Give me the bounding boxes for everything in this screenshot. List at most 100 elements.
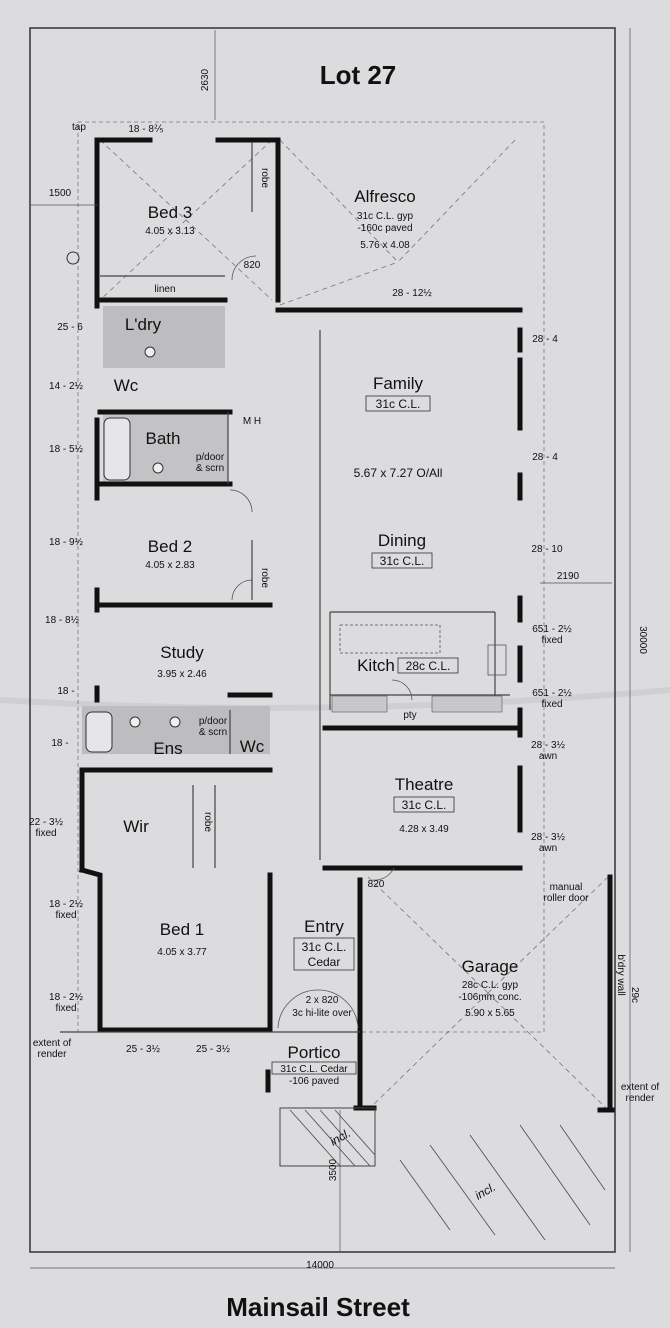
label-line: extent of [621,1082,660,1093]
label-line: roller door [543,893,589,904]
dimension-lines [30,28,631,1269]
label-line: fixed [35,828,56,839]
win-dining: 28 - 10 [531,544,563,555]
robe-wir: robe [202,812,213,832]
win-laundry: 25 - 6 [57,322,83,333]
robe-bed3: robe [259,168,270,188]
win-family-b: 28 - 4 [532,452,558,463]
win-bed2: 18 - 9½ [49,537,84,548]
label-line: 651 - 2½ [532,624,572,635]
label-line: & scrn [199,727,227,738]
kitchen-ceiling: 28c C.L. [406,659,451,673]
lot-title: Lot 27 [320,60,397,90]
building-envelope [77,121,545,1033]
wall-29c: 29c [629,987,640,1003]
ens-basin-1 [129,716,141,728]
laundry-name: L'dry [125,315,162,334]
street-name: Mainsail Street [226,1292,410,1322]
study-name: Study [160,643,204,662]
label-line: extent of [33,1038,72,1049]
family-ceiling-box [365,395,431,412]
bed3-name: Bed 3 [148,203,192,222]
bed2-size: 4.05 x 2.83 [145,560,195,571]
linen-label: linen [154,284,175,295]
garage-setback: 3500 [328,1158,339,1181]
garage-floor: -106mm conc. [458,992,521,1003]
kitchen-ceiling-box [397,657,459,674]
win-wc: 14 - 2½ [49,381,84,392]
bed3-size: 4.05 x 3.13 [145,226,195,237]
entry-hilite: 3c hi-lite over [292,1008,352,1019]
dining-ceiling: 31c C.L. [380,554,425,568]
overall-size: 5.67 x 7.27 O/All [354,466,443,480]
family-ceiling: 31c C.L. [376,397,421,411]
ensuite-fill [82,706,270,754]
bed2-name: Bed 2 [148,537,192,556]
theatre-name: Theatre [395,775,454,794]
roof-diagonals [99,139,609,1111]
ens-door: p/door& scrn [199,716,228,738]
driveway-hatch [289,1109,606,1241]
label-line: 18 - 2½ [49,899,84,910]
label-line: 28 - 3½ [531,740,566,751]
label-line: fixed [541,699,562,710]
alfresco-ceiling: 31c C.L. gyp [357,211,414,222]
wir-name: Wir [123,817,149,836]
win-bed1-d: 25 - 3½ [196,1044,231,1055]
label-line: p/door [199,716,228,727]
boundary-wall: b'dry wall [615,954,626,995]
alfresco-size: 5.76 x 4.08 [360,240,410,251]
laundry-trough [144,346,156,358]
tap-label: tap [72,122,86,133]
dining-name: Dining [378,531,426,550]
door-820-garage: 820 [368,879,385,890]
wc2-name: Wc [240,737,265,756]
theatre-size: 4.28 x 3.49 [399,824,449,835]
tap-fixture [66,251,80,265]
entry-door: 2 x 820 [306,995,339,1006]
robe-bed2: robe [259,568,270,588]
ens-bathtub [85,711,113,753]
entry-finish: Cedar [308,955,341,969]
win-ens-b: 18 - [51,738,68,749]
portico-ceiling: 31c C.L. Cedar [280,1064,348,1075]
overall-width: 14000 [306,1260,334,1271]
label-line: fixed [55,910,76,921]
bed1-size: 4.05 x 3.77 [157,947,207,958]
portico-floor: -106 paved [289,1076,339,1087]
overall-depth: 30000 [637,626,648,654]
thin-walls [60,142,510,1033]
study-size: 3.95 x 2.46 [157,669,207,680]
label-line: awn [539,751,557,762]
laundry-fill [103,306,225,368]
label-line: 28 - 3½ [531,832,566,843]
portico-ceiling-box [271,1061,357,1075]
label-line: render [38,1049,68,1060]
walls [78,137,615,1113]
win-ens-a: 18 - [57,686,74,697]
kitchen-name: Kitch [357,656,395,675]
bathtub [103,417,131,481]
door-820-bed3: 820 [244,260,261,271]
win-study: 18 - 8½ [45,615,80,626]
label-line: awn [539,843,557,854]
bench-hatch-2 [431,695,503,713]
win-family-a: 28 - 4 [532,334,558,345]
win-bed1-c: 25 - 3½ [126,1044,161,1055]
ens-basin-2 [169,716,181,728]
family-name: Family [373,374,424,393]
entry-name: Entry [304,917,344,936]
bench-hatch [331,695,388,713]
wc1-name: Wc [114,376,139,395]
top-setback: 2630 [200,68,211,91]
right-side-dim: 2190 [557,571,580,582]
